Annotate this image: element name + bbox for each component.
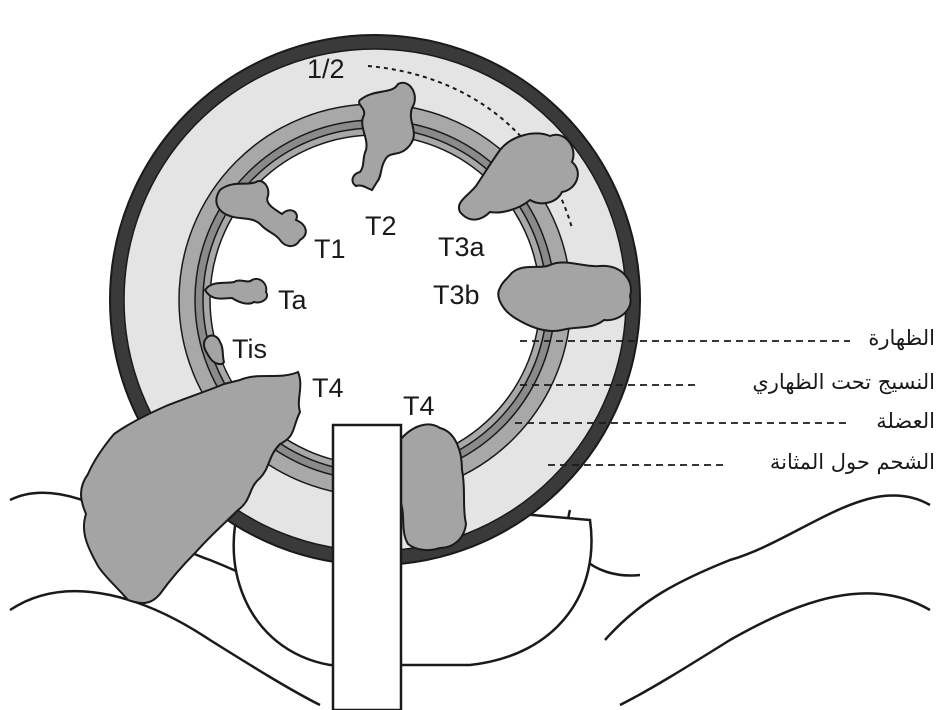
left-lower-curve xyxy=(9,589,321,707)
right-lower-curve xyxy=(619,592,931,707)
label-half: 1/2 xyxy=(307,54,345,84)
right-organ-curve xyxy=(604,494,931,641)
label-t1: T1 xyxy=(314,234,346,264)
tumor-t4-right xyxy=(396,423,468,552)
label-tis: Tis xyxy=(232,334,267,364)
label-t2: T2 xyxy=(365,211,397,241)
tumor-ta xyxy=(203,278,268,305)
label-t3b: T3b xyxy=(433,280,480,310)
label-perivesical-fat: الشحم حول المثانة xyxy=(769,450,935,474)
label-epithelium: الظهارة xyxy=(868,326,935,350)
label-muscle: العضلة xyxy=(876,409,935,433)
tumor-t4-left xyxy=(80,370,302,605)
tumor-t3b xyxy=(497,261,632,332)
urethra-column xyxy=(331,423,403,710)
label-ta: Ta xyxy=(278,285,307,315)
label-t4-left: T4 xyxy=(312,373,344,403)
label-subepithelial: النسيج تحت الظهاري xyxy=(752,370,935,394)
tumor-t1 xyxy=(215,180,307,247)
tumor-t3a xyxy=(457,132,579,221)
label-t3a: T3a xyxy=(438,232,485,262)
label-t4-right: T4 xyxy=(403,391,435,421)
tumor-t2 xyxy=(351,81,416,192)
tumor-tis xyxy=(202,334,226,366)
